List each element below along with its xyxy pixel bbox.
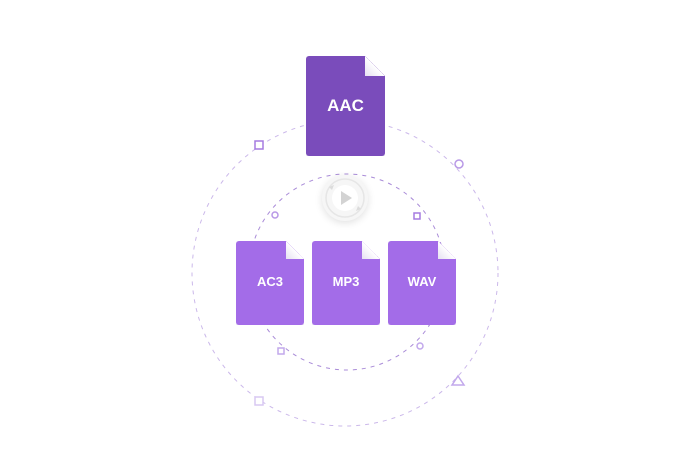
- square-marker: [254, 140, 264, 150]
- source-file-aac: AAC: [306, 56, 385, 156]
- circle-marker: [416, 342, 424, 350]
- square-marker: [277, 347, 285, 355]
- target-file-wav: WAV: [388, 241, 456, 325]
- triangle-marker: [450, 374, 466, 386]
- square-marker: [254, 396, 264, 406]
- play-convert-icon: [322, 175, 368, 221]
- square-marker: [413, 212, 421, 220]
- file-label: MP3: [332, 274, 360, 289]
- file-label: AAC: [327, 96, 364, 115]
- file-label: AC3: [256, 274, 283, 289]
- target-file-mp3: MP3: [312, 241, 380, 325]
- circle-marker: [454, 159, 464, 169]
- target-file-ac3: AC3: [236, 241, 304, 325]
- circle-marker: [271, 211, 279, 219]
- file-label: WAV: [407, 274, 437, 289]
